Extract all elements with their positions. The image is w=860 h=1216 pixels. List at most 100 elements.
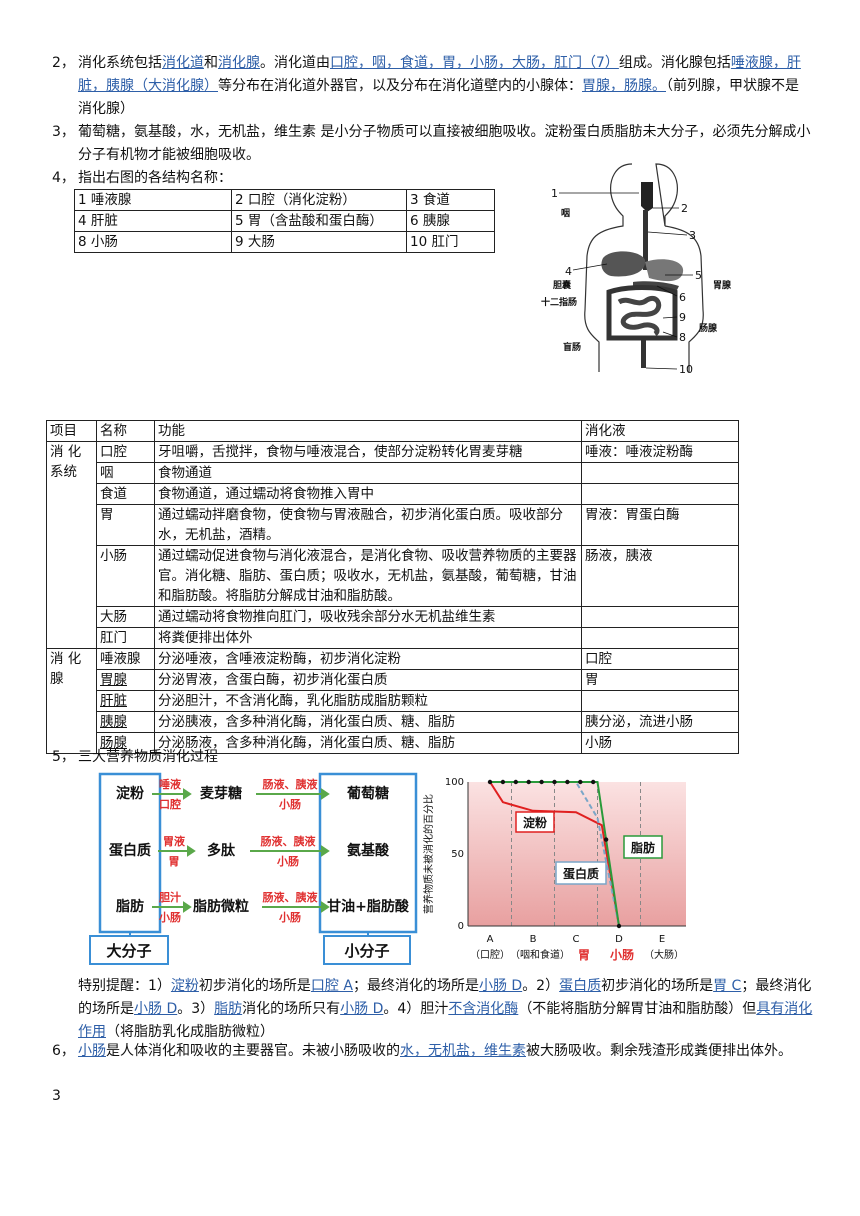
x-sub-label: （咽和食道） — [510, 948, 570, 961]
organ-name: 胃 — [96, 504, 155, 546]
table-header-row: 项目 名称 功能 消化液 — [46, 420, 739, 442]
paragraph-6: 6， 小肠是人体消化和吸收的主要器官。未被小肠吸收的水，无机盐，维生素被大肠吸收… — [52, 1040, 812, 1063]
body-outline-right — [664, 225, 704, 372]
text-segment: 等分布在消化道外器官，以及分布在消化道壁内的小腺体： — [218, 78, 582, 94]
anatomy-label: 9 — [679, 311, 686, 324]
site-label: 口腔 — [159, 797, 181, 811]
x-sub-label: （口腔） — [470, 948, 510, 961]
text-segment: 组成。消化腺包括 — [618, 55, 731, 71]
table-row: 1 唾液腺 2 口腔（消化淀粉） 3 食道 — [74, 189, 495, 211]
special-note: 特别提醒：1）淀粉初步消化的场所是口腔 A；最终消化的场所是小肠 D。2）蛋白质… — [78, 975, 814, 1044]
text-segment: 初步消化的场所是 — [198, 978, 311, 994]
end-term: 甘油+脂肪酸 — [327, 898, 410, 915]
organ-function: 食物通道 — [154, 462, 582, 484]
series-label: 蛋白质 — [563, 866, 599, 881]
x-sub-label: 小肠 — [610, 947, 634, 962]
fill-blank-answer: 小肠 D — [478, 978, 523, 994]
enzyme-label: 胃液 — [163, 834, 186, 848]
text-segment: 消化的场所只有 — [242, 1001, 341, 1017]
series-marker — [500, 779, 506, 785]
fill-blank-answer: 蛋白质 — [559, 978, 602, 994]
digestive-juice: 胃 — [581, 669, 739, 691]
anatomy-name: 胃腺 — [713, 279, 732, 291]
table-cell: 6 胰腺 — [406, 210, 495, 232]
text-segment: 和 — [204, 55, 218, 71]
table-row: 肛门 将粪便排出体外 — [47, 627, 739, 649]
gland-function: 分泌胃液，含蛋白酶，初步消化蛋白质 — [154, 669, 582, 691]
x-sub-label: 胃 — [578, 948, 590, 962]
text-segment: （前列腺，甲状腺不是消化腺） — [78, 78, 799, 117]
fill-blank-answer: 消化道 — [162, 55, 204, 71]
fill-blank-answer: 胃 C — [713, 978, 742, 994]
organ-function: 食物通道，通过蠕动将食物推入胃中 — [154, 483, 582, 505]
x-sub-labels: （口腔） （咽和食道） 胃 小肠 （大肠） — [470, 947, 684, 962]
x-tick-label: C — [573, 934, 580, 945]
enzyme-label: 肠液、胰液 — [263, 777, 319, 791]
x-tick-labels: A B C D E — [487, 934, 666, 945]
label-leader-lines — [559, 192, 693, 370]
table-row: 4 肝脏 5 胃（含盐酸和蛋白酶） 6 胰腺 — [74, 210, 495, 232]
series-label-fat: 脂肪 — [623, 835, 663, 859]
small-intestine-shape — [617, 296, 662, 337]
gland-name: 唾液腺 — [96, 648, 155, 670]
right-size-callout: 小分子 — [323, 932, 411, 965]
organ-function: 通过蠕动拌磨食物，使食物与胃液融合，初步消化蛋白质。吸收部分水，无机盐，酒精。 — [154, 504, 582, 546]
esophagus-shape — [643, 210, 648, 270]
nutrient-digestion-flow-diagram: 淀粉 蛋白质 脂肪 麦芽糖 多肽 脂肪微粒 葡萄糖 氨基酸 甘油+脂肪酸 唾液 … — [89, 772, 418, 965]
intermediate-term: 麦芽糖 — [200, 785, 242, 802]
table-cell: 4 肝脏 — [74, 210, 232, 232]
site-label: 小肠 — [276, 854, 299, 868]
paragraph-text: 小肠是人体消化和吸收的主要器官。未被小肠吸收的水，无机盐，维生素被大肠吸收。剩余… — [78, 1040, 812, 1063]
table-cell: 9 大肠 — [231, 231, 407, 253]
table-row: 肠腺 分泌肠液，含多种消化酶，消化蛋白质、糖、脂肪 小肠 — [47, 732, 739, 754]
anatomy-label: 2 — [681, 202, 688, 215]
fill-blank-answer: 水，无机盐，维生素 — [400, 1043, 526, 1059]
x-tick-label: B — [530, 934, 537, 945]
text-segment: 。消化道由 — [260, 55, 330, 71]
paragraph-text: 葡萄糖，氨基酸，水，无机盐，维生素 是小分子物质可以直接被细胞吸收。淀粉蛋白质脂… — [78, 124, 811, 163]
macromolecule-box — [98, 772, 162, 934]
table-cell: 5 胃（含盐酸和蛋白酶） — [231, 210, 407, 232]
table-cell: 2 口腔（消化淀粉） — [231, 189, 407, 211]
digestive-juice — [581, 462, 739, 484]
text-segment: ；最终消化的场所是 — [78, 978, 812, 1017]
anatomy-name: 咽 — [561, 208, 570, 219]
text-segment: 是人体消化和吸收的主要器官。未被小肠吸收的 — [106, 1043, 400, 1059]
start-term: 淀粉 — [116, 785, 144, 802]
mouth-shape — [641, 182, 653, 212]
column-header: 功能 — [154, 420, 582, 442]
table-row: 消 化 系统 口腔 牙咀嚼，舌搅拌，食物与唾液混合，使部分淀粉转化胃麦芽糖 唾液… — [46, 441, 739, 649]
paragraph-3: 3， 葡萄糖，氨基酸，水，无机盐，维生素 是小分子物质可以直接被细胞吸收。淀粉蛋… — [52, 121, 812, 167]
text-segment: 。2） — [522, 978, 560, 994]
fill-blank-answer: 口腔，咽，食道，胃，小肠，大肠，肛门（7） — [330, 55, 619, 71]
series-marker — [591, 779, 596, 785]
series-marker — [513, 779, 518, 785]
flow-arrows — [152, 788, 330, 913]
table-cell: 1 唾液腺 — [74, 189, 232, 211]
left-size-callout: 大分子 — [89, 932, 169, 965]
y-tick-label: 100 — [445, 777, 464, 788]
y-tick-label: 50 — [451, 849, 464, 860]
table-row: 小肠 通过蠕动促进食物与消化液混合，是消化食物、吸收营养物质的主要器官。消化糖、… — [47, 545, 739, 607]
digestive-juice: 肠液，胰液 — [581, 545, 739, 607]
text-segment: ；最终消化的场所是 — [352, 978, 479, 994]
enzyme-label: 肠液、胰液 — [261, 834, 317, 848]
fill-blank-answer: 脂肪 — [214, 1001, 243, 1017]
paragraph-text: 消化系统包括消化道和消化腺。消化道由口腔，咽，食道，胃，小肠，大肠，肛门（7）组… — [78, 52, 812, 121]
end-term: 葡萄糖 — [346, 785, 389, 802]
body-outline — [584, 163, 678, 372]
rectum-shape — [641, 338, 646, 368]
series-marker — [539, 779, 544, 785]
organ-name: 口腔 — [96, 441, 155, 463]
text-segment: 特别提醒：1） — [78, 978, 171, 994]
table-row: 8 小肠 9 大肠 10 肛门 — [74, 231, 495, 253]
start-term: 蛋白质 — [109, 842, 151, 859]
column-header: 消化液 — [581, 420, 739, 442]
site-label: 胃 — [169, 855, 180, 868]
group-cell: 消 化 腺 — [46, 648, 97, 754]
gland-function: 分泌唾液，含唾液淀粉酶，初步消化淀粉 — [154, 648, 582, 670]
digestive-juice — [581, 627, 739, 649]
anatomy-label: 1 — [551, 187, 558, 200]
digestive-juice: 唾液：唾液淀粉酶 — [581, 441, 739, 463]
